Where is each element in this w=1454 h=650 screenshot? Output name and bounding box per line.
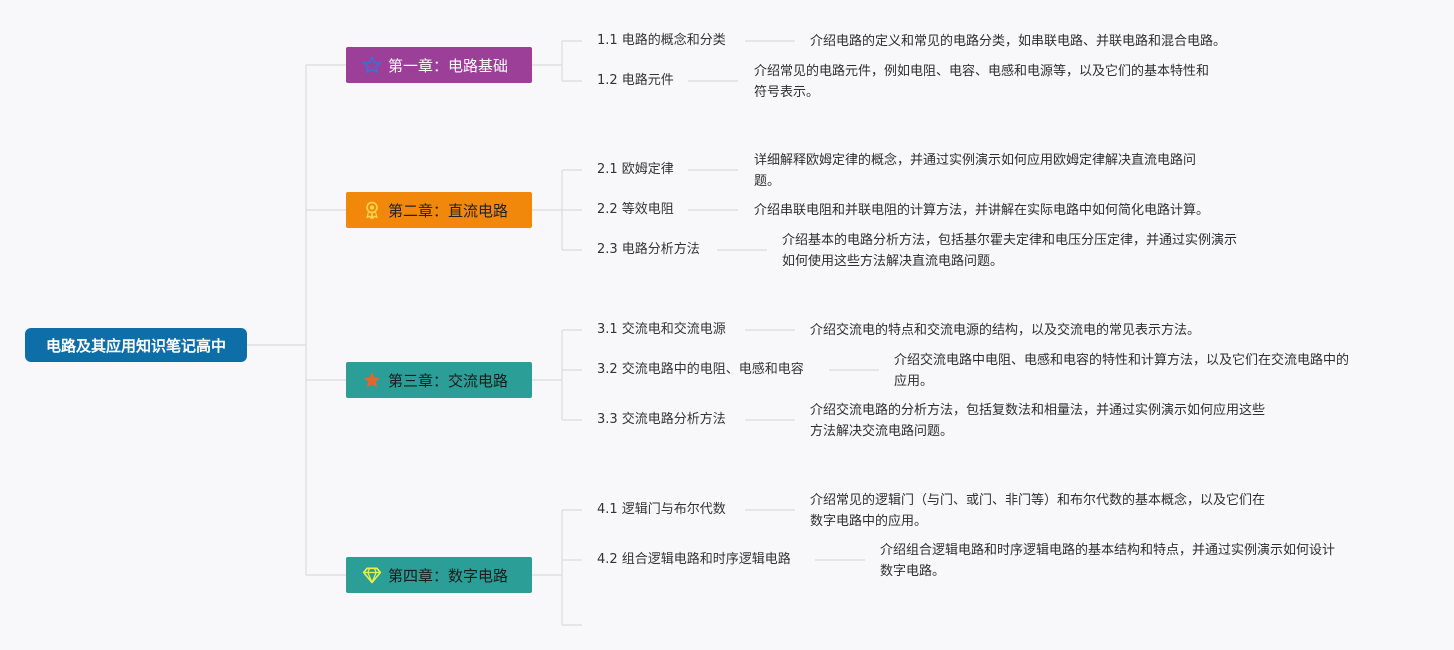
section-desc-2-3: 介绍基本的电路分析方法，包括基尔霍夫定律和电压分压定律，并通过实例演示 如何使用… — [782, 230, 1237, 272]
desc-line: 应用。 — [894, 374, 934, 389]
section-desc-1-2: 介绍常见的电路元件，例如电阻、电容、电感和电源等，以及它们的基本特性和 符号表示… — [754, 61, 1209, 103]
section-label-3-1[interactable]: 3.1 交流电和交流电源 — [597, 322, 726, 337]
section-desc-4-1: 介绍常见的逻辑门（与门、或门、非门等）和布尔代数的基本概念，以及它们在 数字电路… — [810, 490, 1265, 532]
desc-line: 介绍交流电路中电阻、电感和电容的特性和计算方法，以及它们在交流电路中的 — [894, 353, 1350, 368]
chapter-node-1[interactable]: 第一章：电路基础 — [346, 47, 532, 83]
desc-line: 介绍串联电阻和并联电阻的计算方法，并讲解在实际电路中如何简化电路计算。 — [754, 203, 1210, 218]
section-desc-2-2: 介绍串联电阻和并联电阻的计算方法，并讲解在实际电路中如何简化电路计算。 — [754, 200, 1209, 221]
chapter-node-3[interactable]: 第三章：交流电路 — [346, 362, 532, 398]
desc-line: 介绍交流电路的分析方法，包括复数法和相量法，并通过实例演示如何应用这些 — [810, 403, 1266, 418]
desc-line: 符号表示。 — [754, 85, 820, 100]
chapter-title: 第四章：数字电路 — [388, 566, 509, 585]
chapter-title: 第二章：直流电路 — [388, 201, 509, 220]
section-desc-4-2: 介绍组合逻辑电路和时序逻辑电路的基本结构和特点，并通过实例演示如何设计 数字电路… — [880, 540, 1335, 582]
root-title: 电路及其应用知识笔记高中 — [45, 336, 226, 355]
diamond-icon — [362, 565, 382, 585]
section-desc-3-3: 介绍交流电路的分析方法，包括复数法和相量法，并通过实例演示如何应用这些 方法解决… — [810, 400, 1265, 442]
section-label-1-2[interactable]: 1.2 电路元件 — [597, 73, 674, 88]
desc-line: 介绍组合逻辑电路和时序逻辑电路的基本结构和特点，并通过实例演示如何设计 — [880, 543, 1336, 558]
section-desc-3-1: 介绍交流电的特点和交流电源的结构，以及交流电的常见表示方法。 — [810, 320, 1200, 341]
medal-icon — [362, 200, 382, 220]
section-desc-2-1: 详细解释欧姆定律的概念，并通过实例演示如何应用欧姆定律解决直流电路问 题。 — [754, 150, 1196, 192]
desc-line: 介绍电路的定义和常见的电路分类，如串联电路、并联电路和混合电路。 — [810, 34, 1227, 49]
desc-line: 题。 — [754, 174, 781, 189]
section-label-2-1[interactable]: 2.1 欧姆定律 — [597, 162, 674, 177]
desc-line: 介绍常见的电路元件，例如电阻、电容、电感和电源等，以及它们的基本特性和 — [754, 64, 1210, 79]
section-label-4-2[interactable]: 4.2 组合逻辑电路和时序逻辑电路 — [597, 552, 791, 567]
section-label-3-2[interactable]: 3.2 交流电路中的电阻、电感和电容 — [597, 362, 804, 377]
chapter-node-4[interactable]: 第四章：数字电路 — [346, 557, 532, 593]
desc-line: 如何使用这些方法解决直流电路问题。 — [782, 254, 1004, 269]
section-desc-3-2: 介绍交流电路中电阻、电感和电容的特性和计算方法，以及它们在交流电路中的 应用。 — [894, 350, 1349, 392]
star-filled-icon — [362, 370, 382, 390]
desc-line: 介绍交流电的特点和交流电源的结构，以及交流电的常见表示方法。 — [810, 323, 1201, 338]
desc-line: 方法解决交流电路问题。 — [810, 424, 954, 439]
section-desc-1-1: 介绍电路的定义和常见的电路分类，如串联电路、并联电路和混合电路。 — [810, 31, 1226, 52]
root-node[interactable]: 电路及其应用知识笔记高中 — [25, 328, 247, 362]
chapter-node-2[interactable]: 第二章：直流电路 — [346, 192, 532, 228]
section-label-2-3[interactable]: 2.3 电路分析方法 — [597, 242, 700, 257]
desc-line: 数字电路中的应用。 — [810, 514, 928, 529]
desc-line: 介绍基本的电路分析方法，包括基尔霍夫定律和电压分压定律，并通过实例演示 — [782, 233, 1238, 248]
section-label-1-1[interactable]: 1.1 电路的概念和分类 — [597, 33, 726, 48]
star-outline-icon — [362, 55, 382, 75]
desc-line: 详细解释欧姆定律的概念，并通过实例演示如何应用欧姆定律解决直流电路问 — [754, 153, 1197, 168]
desc-line: 数字电路。 — [880, 564, 946, 579]
section-label-3-3[interactable]: 3.3 交流电路分析方法 — [597, 412, 726, 427]
chapter-title: 第一章：电路基础 — [388, 56, 509, 75]
section-label-2-2[interactable]: 2.2 等效电阻 — [597, 202, 674, 217]
chapter-title: 第三章：交流电路 — [388, 371, 509, 390]
desc-line: 介绍常见的逻辑门（与门、或门、非门等）和布尔代数的基本概念，以及它们在 — [810, 493, 1266, 508]
section-label-4-1[interactable]: 4.1 逻辑门与布尔代数 — [597, 502, 726, 517]
